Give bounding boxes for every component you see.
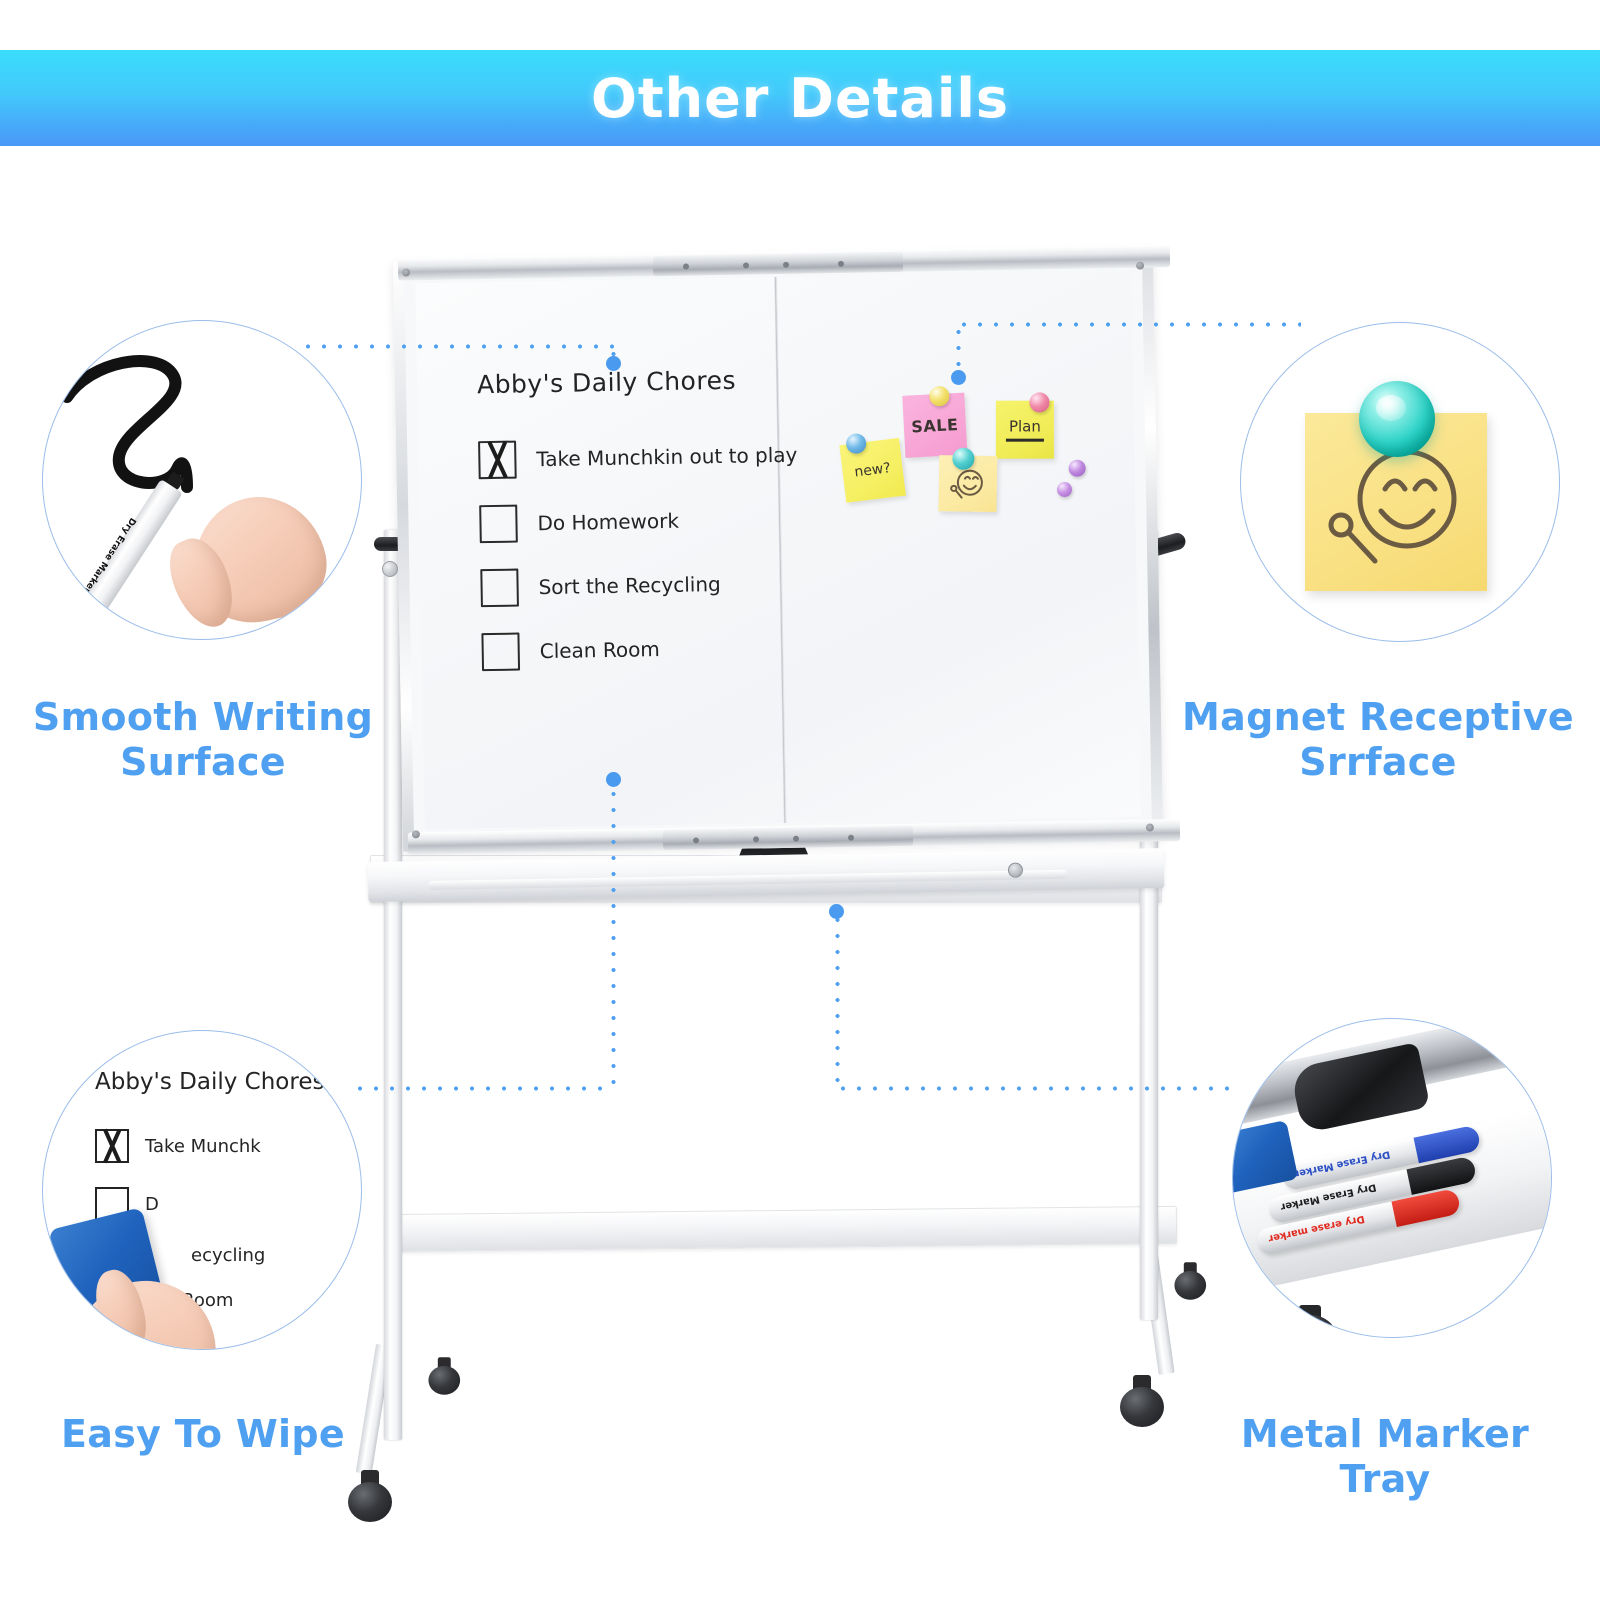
- chore-item: Clean Room: [481, 628, 802, 672]
- callout-line-easy-wipe: [352, 1086, 614, 1091]
- chore-list-detail-title: Abby's Daily Chores: [95, 1069, 325, 1095]
- easel-upright-left: [384, 530, 402, 1440]
- caption-line-1: Metal Marker: [1240, 1412, 1530, 1456]
- checkbox-checked[interactable]: [478, 440, 517, 480]
- callout-point-easy-wipe: [606, 772, 621, 787]
- chore-item-label: Clean Room: [539, 637, 660, 664]
- feature-circle-easy-to-wipe: Abby's Daily Chores Take Munchk D ecycli…: [42, 1030, 362, 1350]
- smiley-face-icon: [950, 469, 983, 499]
- frame-hinge-top: [652, 251, 904, 277]
- whiteboard-frame: Abby's Daily Chores Take Munchkin out to…: [392, 245, 1181, 855]
- chore-item-label: Take Munchk: [145, 1135, 261, 1157]
- feature-caption-magnet-receptive: Magnet Receptive Srrface: [1168, 695, 1588, 785]
- chore-list: Abby's Daily Chores Take Munchkin out to…: [477, 365, 803, 698]
- checkbox-empty[interactable]: [481, 632, 521, 672]
- callout-line-tray: [835, 1086, 1235, 1091]
- header-banner: Other Details: [0, 50, 1600, 146]
- pivot-knob-left: [374, 537, 404, 551]
- sticky-note-smiley: [938, 455, 998, 513]
- chore-item-label: Sort the Recycling: [538, 572, 721, 600]
- checkbox-empty[interactable]: [480, 568, 519, 608]
- feature-caption-metal-marker-tray: Metal Marker Tray: [1180, 1412, 1590, 1502]
- underline-mark: [1005, 438, 1044, 442]
- chore-item-label: Take Munchkin out to play: [536, 442, 798, 472]
- checkbox-empty[interactable]: [479, 504, 518, 544]
- feature-circle-magnet-receptive: [1240, 322, 1560, 642]
- chore-item: Do Homework: [479, 500, 800, 544]
- callout-line-magnet: [956, 322, 1301, 327]
- pivot-pin-left: [382, 561, 398, 577]
- caster-wheel-front-left: [348, 1470, 394, 1522]
- caster-wheel-front-right: [1120, 1375, 1166, 1427]
- magnet-purple: [1068, 459, 1086, 477]
- chore-item: Sort the Recycling: [480, 564, 801, 608]
- magnet-purple: [1056, 481, 1073, 498]
- feature-circle-metal-marker-tray: Dry Erase Marker Dry Erase Marker Dry er…: [1232, 1018, 1552, 1338]
- chore-item-label: Do Homework: [537, 508, 680, 536]
- caption-line-1: Easy To Wipe: [61, 1412, 345, 1456]
- whiteboard-surface: Abby's Daily Chores Take Munchkin out to…: [415, 270, 1141, 830]
- frame-corner-screw: [411, 830, 420, 839]
- frame-hinge-bottom: [662, 825, 914, 851]
- caption-line-1: Magnet Receptive: [1182, 695, 1574, 739]
- caption-line-1: Smooth Writing: [32, 695, 374, 739]
- caption-line-2: Surface: [120, 739, 286, 784]
- sticky-note-plan-text: Plan: [1008, 417, 1041, 436]
- caster-wheel-back-left: [428, 1357, 461, 1395]
- caster-wheel-detail: [1285, 1305, 1339, 1337]
- feature-caption-easy-to-wipe: Easy To Wipe: [18, 1412, 388, 1457]
- checkbox-checked[interactable]: [95, 1128, 129, 1164]
- caption-line-2: Tray: [1339, 1456, 1431, 1501]
- caption-line-2: Srrface: [1299, 739, 1457, 784]
- chore-item-label: D: [145, 1193, 159, 1215]
- chore-item: ecycling: [191, 1245, 324, 1266]
- callout-point-magnet: [951, 370, 966, 385]
- callout-point-smooth-writing: [606, 356, 621, 371]
- feature-circle-smooth-writing: Dry Erase Marker: [42, 320, 362, 640]
- whiteboard-panel: Abby's Daily Chores Take Munchkin out to…: [392, 245, 1181, 855]
- chore-item: Take Munchkin out to play: [478, 436, 799, 480]
- round-magnet-teal: [1359, 381, 1435, 457]
- caster-wheel-back-right: [1174, 1262, 1207, 1300]
- frame-corner-screw: [1136, 261, 1145, 270]
- frame-corner-screw: [1145, 823, 1154, 832]
- marker-squiggle-icon: [61, 355, 193, 493]
- callout-point-tray: [829, 904, 844, 919]
- whiteboard-easel-product: Abby's Daily Chores Take Munchkin out to…: [330, 245, 1210, 1545]
- frame-corner-screw: [402, 268, 411, 277]
- chore-item: Take Munchk: [95, 1128, 324, 1164]
- feature-caption-smooth-writing: Smooth Writing Surface: [18, 695, 388, 785]
- chore-list-title: Abby's Daily Chores: [476, 365, 737, 400]
- callout-line-smooth-writing: [300, 344, 615, 349]
- page-title: Other Details: [590, 66, 1010, 130]
- chore-item-label: ecycling: [191, 1245, 266, 1266]
- easel-crossbar-lower: [384, 1205, 1178, 1253]
- callout-line-magnet-drop: [956, 324, 961, 376]
- callout-line-easy-wipe-vert: [611, 786, 616, 1090]
- callout-line-tray-vert: [835, 912, 840, 1090]
